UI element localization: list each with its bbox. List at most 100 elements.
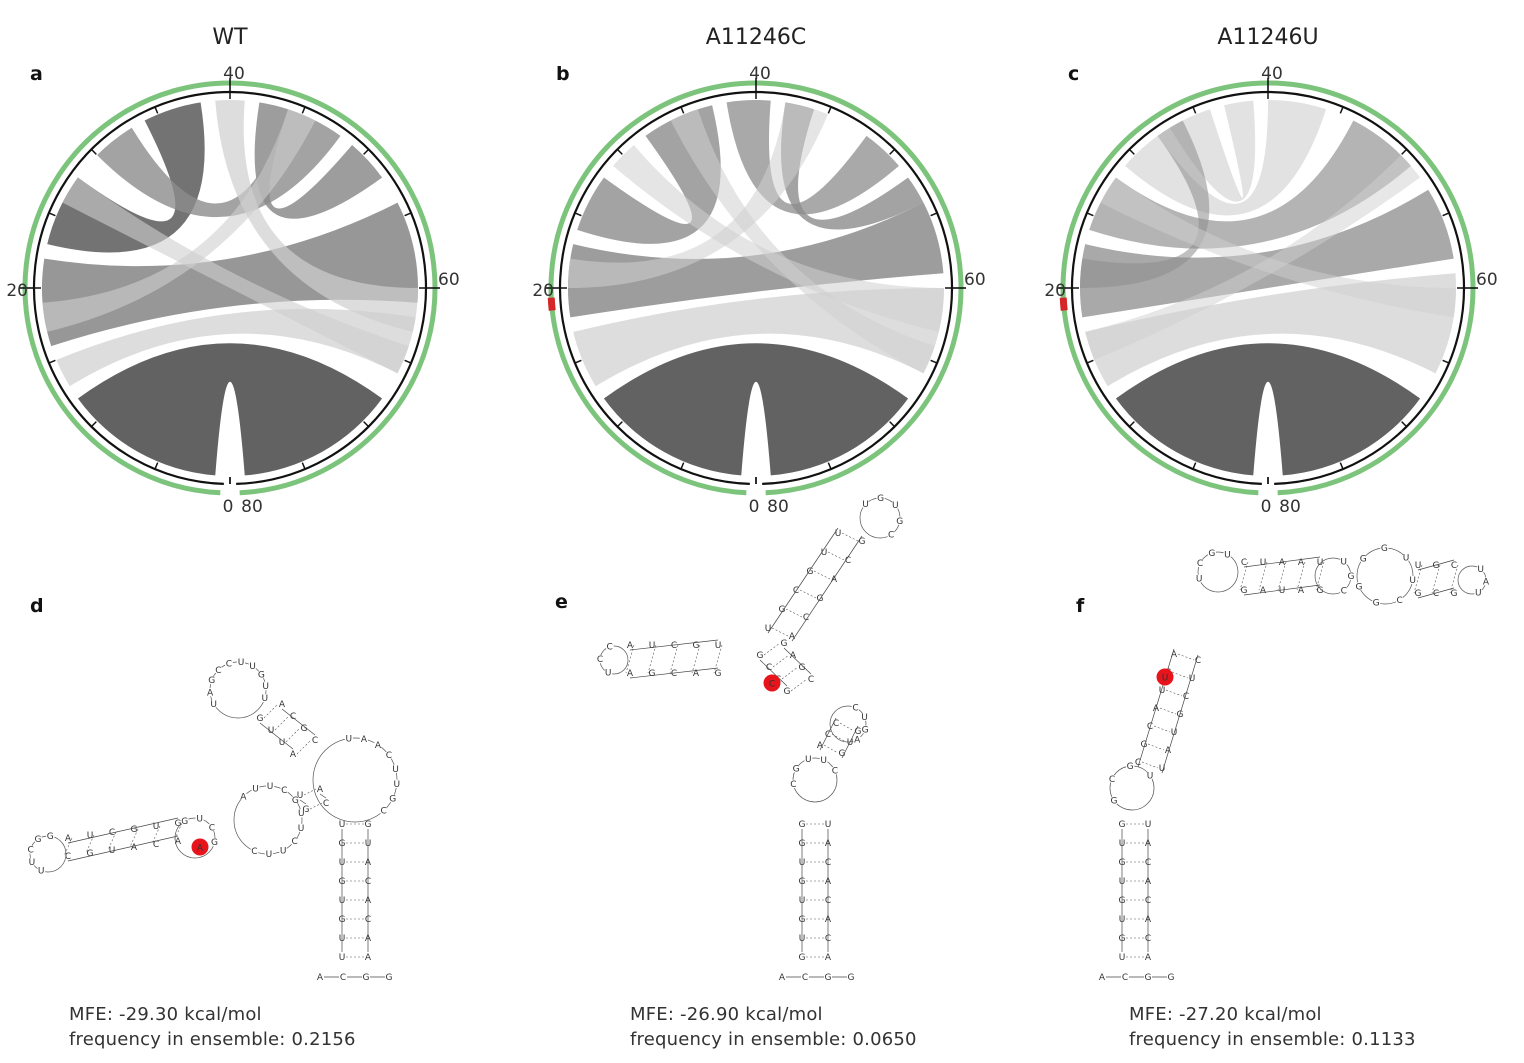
- nucleotide: G: [862, 726, 869, 736]
- nt-bg: [819, 755, 828, 765]
- nucleotide: U: [1147, 771, 1154, 781]
- base-pair-ribbon: [781, 102, 924, 230]
- nucleotide: U: [1159, 686, 1166, 696]
- nucleotide: G: [793, 765, 800, 775]
- nucleotide: U: [605, 669, 612, 679]
- nucleotide: U: [262, 682, 269, 692]
- nucleotide: G: [1373, 599, 1380, 609]
- stats-a11246u: MFE: -27.20 kcal/mol frequency in ensemb…: [1129, 1002, 1416, 1052]
- nucleotide: A: [365, 934, 372, 944]
- nucleotide: G: [1355, 582, 1362, 592]
- nt-bg: [1354, 582, 1364, 591]
- ring-tick: [1128, 421, 1135, 428]
- nt-bg: [36, 866, 46, 875]
- pair-bond: [1277, 561, 1287, 591]
- nt-bg: [260, 693, 269, 703]
- nucleotide: A: [65, 834, 72, 844]
- nt-bg: [830, 766, 840, 775]
- ring-tick: [574, 212, 582, 217]
- tick-label-60: 60: [1476, 270, 1498, 290]
- nucleotide: G: [386, 973, 393, 983]
- nucleotide: C: [215, 666, 221, 676]
- ring-tick: [889, 148, 896, 155]
- nucleotide: C: [832, 767, 838, 777]
- structure-letter: d: [30, 595, 44, 617]
- nt-bg: [27, 857, 37, 867]
- mutation-marker: [547, 297, 556, 311]
- base-pair-ribbon: [1169, 100, 1256, 202]
- nucleotide: G: [855, 727, 862, 737]
- tick-label-20: 20: [1044, 281, 1066, 301]
- nucleotide: U: [266, 850, 273, 860]
- nucleotide: U: [279, 738, 286, 748]
- base-pair-ribbon: [77, 343, 383, 476]
- pair-bond: [1147, 743, 1165, 751]
- nucleotide: U: [1196, 575, 1203, 585]
- backbone-strand: [759, 659, 788, 687]
- nucleotide: G: [896, 517, 903, 527]
- nt-bg: [852, 735, 862, 744]
- nucleotide: G: [1433, 561, 1440, 571]
- nt-bg: [251, 784, 260, 793]
- nucleotide: U: [339, 820, 346, 830]
- nucleotide: U: [892, 501, 899, 511]
- mutated-base-dot: [763, 674, 781, 692]
- nucleotide: C: [1396, 596, 1402, 606]
- nucleotide: G: [825, 973, 832, 983]
- nucleotide: U: [297, 791, 304, 801]
- nucleotide: G: [363, 973, 370, 983]
- nt-bg: [1481, 577, 1491, 586]
- tick-label-40: 40: [223, 64, 245, 84]
- nt-bg: [297, 809, 306, 818]
- nucleotide: G: [1241, 586, 1248, 596]
- nucleotide: U: [1409, 576, 1416, 586]
- tick-label-0: 0: [749, 497, 760, 517]
- base-pair-ribbon: [1115, 343, 1421, 476]
- nucleotide: U: [1477, 565, 1484, 575]
- nucleotide: U: [339, 953, 346, 963]
- nt-bg: [1121, 973, 1129, 981]
- nucleotide: C: [226, 660, 232, 670]
- ring-tick: [616, 148, 623, 155]
- nucleotide: U: [1415, 561, 1422, 571]
- nucleotide: C: [790, 780, 796, 790]
- nucleotide: C: [803, 613, 809, 623]
- base-pair-ribbon: [254, 102, 383, 219]
- nucleotide: C: [1109, 775, 1115, 785]
- nt-bg: [595, 654, 605, 664]
- pair-bond: [841, 532, 859, 542]
- nucleotide: G: [1111, 797, 1118, 807]
- nt-bg: [603, 668, 613, 677]
- nucleotide: G: [34, 835, 41, 845]
- backbone-strand: [299, 799, 307, 805]
- tick-label-20: 20: [532, 281, 554, 301]
- ring-tick: [301, 106, 306, 114]
- tick-label-80: 80: [767, 497, 789, 517]
- nt-bg: [214, 665, 223, 675]
- nt-bg: [180, 816, 189, 826]
- pair-bond: [296, 739, 312, 755]
- nucleotide: C: [1433, 589, 1439, 599]
- nucleotide: A: [361, 735, 368, 745]
- nucleotide: C: [1183, 692, 1189, 702]
- nt-bg: [385, 973, 393, 981]
- tick-label-40: 40: [1261, 64, 1283, 84]
- nucleotide: C: [852, 704, 858, 714]
- nt-bg: [1145, 771, 1155, 780]
- ring-tick: [1192, 106, 1197, 114]
- nt-bg: [207, 675, 216, 685]
- nucleotide: A: [693, 669, 700, 679]
- pair-bond: [772, 654, 790, 668]
- nucleotide: C: [808, 675, 814, 685]
- nt-bg: [280, 785, 289, 795]
- nucleotide: C: [1241, 558, 1247, 568]
- base-pair-ribbon: [47, 102, 205, 253]
- nucleotide: A: [789, 632, 796, 642]
- nt-bg: [236, 657, 246, 667]
- backbone-strand: [1243, 556, 1321, 568]
- ring-tick: [1339, 462, 1344, 470]
- nucleotide: C: [209, 823, 215, 833]
- pair-bond: [107, 831, 117, 851]
- nt-bg: [384, 751, 394, 760]
